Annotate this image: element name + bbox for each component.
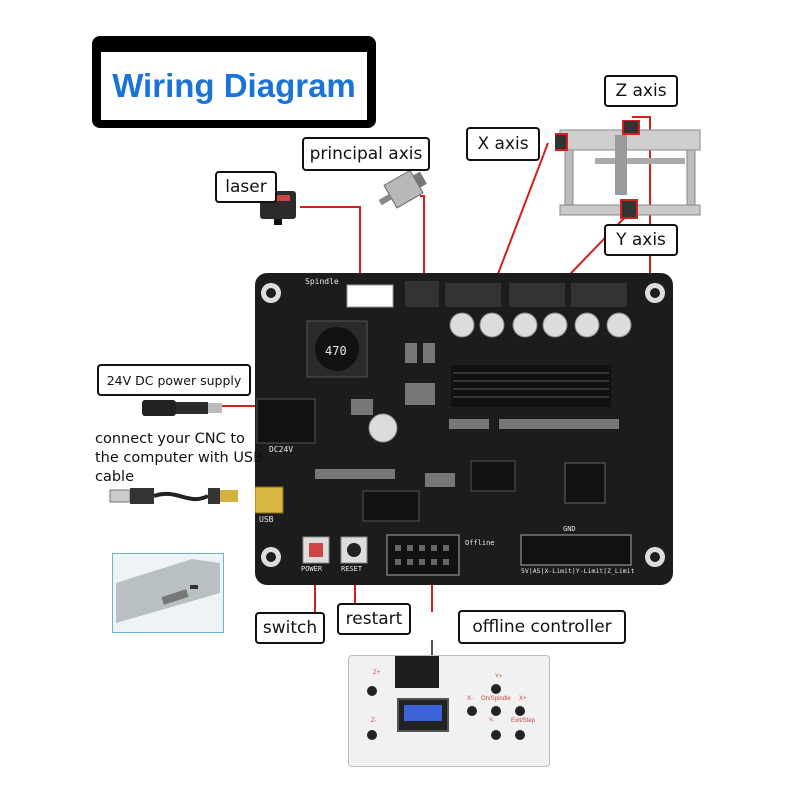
offline-controller-label: offline controller: [458, 610, 626, 644]
usb-instructions: connect your CNC to the computer with US…: [95, 430, 263, 487]
power-silkscreen: POWER: [301, 565, 323, 573]
z-minus-label: Z-: [371, 718, 377, 724]
y-minus-key: [491, 730, 501, 740]
x-plus-label: X+: [519, 696, 527, 702]
inductor-marking: 470: [325, 344, 347, 358]
usb-line-2: the computer with USB: [95, 450, 264, 466]
on-spindle-label: On/Spindle: [481, 696, 511, 702]
exit-step-label: Exit/Step: [511, 718, 536, 724]
reset-silkscreen: RESET: [341, 565, 363, 573]
laser-wire: [300, 206, 361, 292]
z-minus-key: [367, 730, 377, 740]
gnd-silkscreen: GND: [563, 525, 576, 533]
cnc-machine-image: [555, 120, 701, 219]
x-minus-label: X-: [467, 696, 473, 702]
on-spindle-key: [491, 706, 501, 716]
offline-controller-device: Z+ Z- Y+ X- On/Spindle X+ Y- Exit/Step: [348, 655, 550, 767]
usb-line-3: cable: [95, 469, 135, 485]
dc24v-silkscreen: DC24V: [269, 445, 294, 454]
page-title: Wiring Diagram: [112, 67, 356, 104]
controller-connector: [395, 656, 439, 688]
limit-silkscreen: 5V|A5|X-Limit|Y-Limit|Z_Limit: [521, 567, 635, 575]
principal-axis-wire: [420, 195, 425, 295]
board-components: [255, 281, 665, 576]
spindle-motor-image: [378, 169, 427, 209]
title-panel: Wiring Diagram: [101, 52, 367, 120]
z-axis-label: Z axis: [604, 75, 678, 107]
controller-screen: [397, 698, 449, 732]
spindle-silkscreen: Spindle: [305, 277, 339, 286]
switch-label: switch: [255, 612, 325, 644]
x-minus-key: [467, 706, 477, 716]
x-axis-label: X axis: [466, 127, 540, 161]
usb-silkscreen: USB: [259, 515, 274, 524]
laptop-usb-image: [112, 553, 224, 633]
exit-step-key: [515, 730, 525, 740]
x-plus-key: [515, 706, 525, 716]
z-plus-key: [367, 686, 377, 696]
y-plus-key: [491, 684, 501, 694]
y-minus-label: Y-: [489, 718, 495, 724]
laser-label: laser: [215, 171, 277, 203]
controller-board: Spindle 470 DC24V USB POWER RESET Offlin…: [255, 273, 673, 585]
y-axis-label: Y axis: [604, 224, 678, 256]
z-plus-label: Z+: [373, 670, 381, 676]
offline-silkscreen: Offline: [465, 539, 495, 547]
usb-line-1: connect your CNC to: [95, 431, 245, 447]
principal-axis-label: principal axis: [302, 137, 430, 171]
power-plug-image: [142, 400, 222, 416]
power-supply-label: 24V DC power supply: [97, 364, 251, 396]
y-plus-label: Y+: [495, 674, 503, 680]
restart-label: restart: [337, 603, 411, 635]
usb-cable-image: [109, 488, 238, 504]
